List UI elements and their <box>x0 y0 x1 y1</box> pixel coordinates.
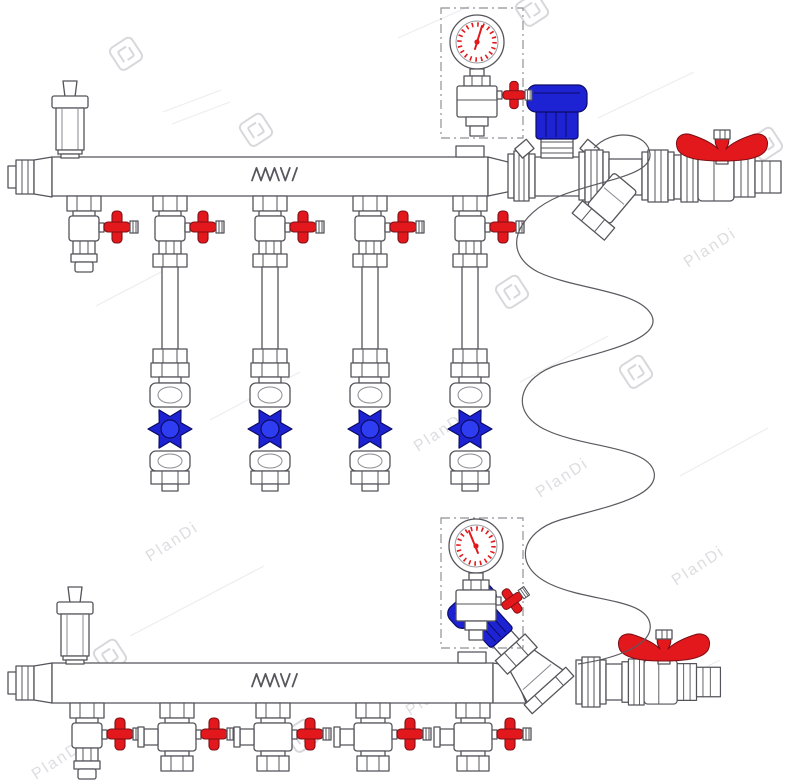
drain-valve <box>70 703 141 779</box>
option-box <box>440 7 524 139</box>
end-cap <box>15 159 35 195</box>
valve-body-pipe <box>534 156 582 197</box>
bottom-manifold-assembly <box>7 581 722 779</box>
union-nut <box>513 150 530 202</box>
manifold-body <box>51 662 494 704</box>
gauge-needle <box>474 25 483 50</box>
star-handle-valve <box>247 362 293 492</box>
riser-pipe <box>252 253 288 364</box>
option-box <box>440 517 524 649</box>
watermark-text: PlanDi <box>143 519 202 565</box>
gauge-needle <box>468 530 479 554</box>
star-handle-valve <box>447 362 493 492</box>
riser-pipe <box>352 253 388 364</box>
watermark-logo <box>617 352 655 391</box>
watermark-text: PlanDi <box>533 455 592 501</box>
pressure-gauge-kit <box>449 519 535 640</box>
union-nut <box>581 656 601 708</box>
top-manifold-assembly <box>7 80 782 492</box>
star-handle-valve <box>147 362 193 492</box>
outlet-valve <box>153 196 224 254</box>
ball-valve-handle <box>617 629 711 665</box>
tee-outlet-valve <box>434 703 531 771</box>
watermark-text: PlanDi <box>669 543 728 589</box>
gauge-port-nut <box>455 145 485 158</box>
blue-handwheel-skirt <box>535 109 579 140</box>
gauge-port-nut <box>457 651 487 664</box>
watermark-logo <box>107 34 145 73</box>
outlet-valve <box>453 196 524 254</box>
star-handle-valve <box>347 362 393 492</box>
union-nut <box>647 149 669 203</box>
ball-valve <box>621 658 722 706</box>
balancing-valve <box>526 84 588 159</box>
capillary-tube <box>516 134 655 665</box>
blue-handwheel-cap <box>526 84 588 113</box>
outlet-valve <box>253 196 324 254</box>
pressure-gauge-kit <box>450 15 533 136</box>
tee-outlet-valve <box>138 703 235 771</box>
watermark-logo <box>237 110 275 149</box>
air-vent <box>56 586 94 665</box>
riser-pipe <box>152 253 188 364</box>
watermark-text: PlanDi <box>681 225 740 271</box>
watermark-logo <box>513 0 551 29</box>
air-vent <box>51 80 89 159</box>
riser-pipe <box>452 253 488 364</box>
outlet-valve <box>353 196 424 254</box>
ball-valve-handle <box>675 129 769 165</box>
tee-outlet-valve <box>234 703 331 771</box>
y-strainer <box>571 173 637 241</box>
manifold-body <box>51 156 489 197</box>
end-cap <box>15 665 35 701</box>
watermark-logo <box>493 272 531 311</box>
drain-valve <box>67 196 138 272</box>
